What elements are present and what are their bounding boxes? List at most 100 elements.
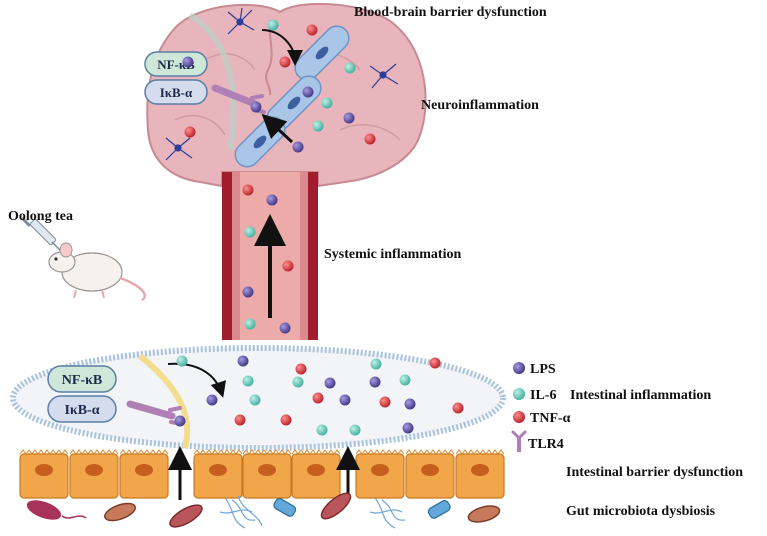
il6-molecule (267, 19, 279, 31)
bacterium-icon (273, 498, 297, 517)
brain-arrow (261, 113, 294, 144)
brain-sulcus-3 (174, 114, 226, 136)
lps-molecule (266, 194, 278, 206)
il6-molecule (312, 120, 324, 132)
lps-molecule (174, 415, 186, 427)
microvilli (69, 449, 119, 455)
oolong-tea-label: Oolong tea (8, 209, 73, 224)
legend-il6-swatch (513, 388, 525, 400)
legend-lps-label: LPS (530, 362, 556, 377)
tnfa-molecule (379, 396, 391, 408)
brain-ikba-label: IκB-α (160, 85, 193, 100)
lps-molecule (324, 377, 336, 389)
cell-nucleus (307, 464, 325, 476)
tnfa-molecule (234, 414, 246, 426)
tnfa-molecule (279, 56, 291, 68)
lps-molecule (404, 398, 416, 410)
microvilli (119, 449, 169, 455)
cell-nucleus (85, 464, 103, 476)
filamentous-bacteria-icon (369, 497, 406, 529)
microvilli (355, 449, 405, 455)
neuroinflammation-label: Neuroinflammation (421, 98, 539, 113)
tnfa-molecule (452, 402, 464, 414)
microvilli (455, 449, 505, 455)
lps-molecule (279, 322, 291, 334)
cell-nucleus (35, 464, 53, 476)
bacterium-icon (467, 505, 501, 523)
molecules (174, 19, 464, 436)
il6-molecule (344, 62, 356, 74)
astrocyte-icon (165, 137, 193, 161)
lps-molecule (402, 422, 414, 434)
il6-molecule (292, 376, 304, 388)
microvilli (405, 449, 455, 455)
tnfa-molecule (312, 392, 324, 404)
tnfa-molecule (364, 133, 376, 145)
intestine-nfkb-pill: NF-κB (47, 365, 117, 393)
cell-nucleus (421, 464, 439, 476)
il6-molecule (321, 97, 333, 109)
legend-il6-label: IL-6 (530, 388, 556, 403)
brain-fibre-band (188, 12, 237, 151)
lps-molecule (237, 355, 249, 367)
tnfa-molecule (184, 126, 196, 138)
brain-sulcus-4 (339, 124, 401, 141)
bacterium-icon (26, 500, 62, 520)
tnfa-molecule (280, 414, 292, 426)
intestine-ikba-label: IκB-α (64, 403, 99, 418)
il6-molecule (399, 374, 411, 386)
il6-molecule (370, 358, 382, 370)
lps-molecule (250, 101, 262, 113)
lps-molecule (339, 394, 351, 406)
brain-midline (265, 19, 273, 96)
brain (146, 2, 427, 188)
lps-molecule (369, 376, 381, 388)
intestine-nfkb-label: NF-κB (62, 373, 102, 388)
brain-nfkb-pill: NF-κB (144, 51, 208, 77)
cell-nucleus (371, 464, 389, 476)
intestinal-epithelium (19, 449, 505, 499)
legend: LPS IL-6 TNF-α TLR4 (511, 362, 571, 452)
cell-nucleus (209, 464, 227, 476)
microvilli (19, 449, 69, 455)
bacterium-icon (320, 492, 352, 520)
mouse-icon (48, 242, 146, 302)
filamentous-bacteria-icon (219, 495, 263, 529)
legend-tlr4-label: TLR4 (528, 437, 564, 452)
intestine-curved-arrow (167, 362, 226, 398)
brain-curved-arrow (261, 29, 303, 66)
gut-microbiota-label: Gut microbiota dysbiosis (566, 504, 716, 519)
tnfa-molecule (306, 24, 318, 36)
bacterium-icon (427, 500, 451, 519)
il6-molecule (349, 424, 361, 436)
intestine-ikba-pill: IκB-α (47, 395, 117, 423)
systemic-inflammation-label: Systemic inflammation (324, 247, 461, 262)
microvilli (291, 449, 341, 455)
gut-bacteria (26, 492, 501, 529)
lps-molecule (182, 56, 194, 68)
legend-tnfa-swatch (513, 411, 525, 423)
bacterium-icon (104, 502, 136, 522)
intestinal-inflammation-label: Intestinal inflammation (570, 388, 711, 403)
cell-nucleus (258, 464, 276, 476)
il6-molecule (242, 375, 254, 387)
il6-molecule (249, 394, 261, 406)
lps-molecule (292, 141, 304, 153)
tnfa-molecule (295, 363, 307, 375)
lps-molecule (343, 112, 355, 124)
cell-nucleus (471, 464, 489, 476)
microvilli (193, 449, 243, 455)
bacterium-icon (169, 504, 203, 528)
legend-tnfa-label: TNF-α (530, 411, 571, 426)
astrocyte-icon (369, 63, 399, 89)
cell-nucleus (135, 464, 153, 476)
tnfa-molecule (429, 357, 441, 369)
lps-molecule (242, 286, 254, 298)
membrane-curve (138, 353, 191, 449)
tnfa-molecule (282, 260, 294, 272)
brain-ikba-pill: IκB-α (144, 79, 208, 105)
il6-molecule (244, 226, 256, 238)
il6-molecule (316, 424, 328, 436)
